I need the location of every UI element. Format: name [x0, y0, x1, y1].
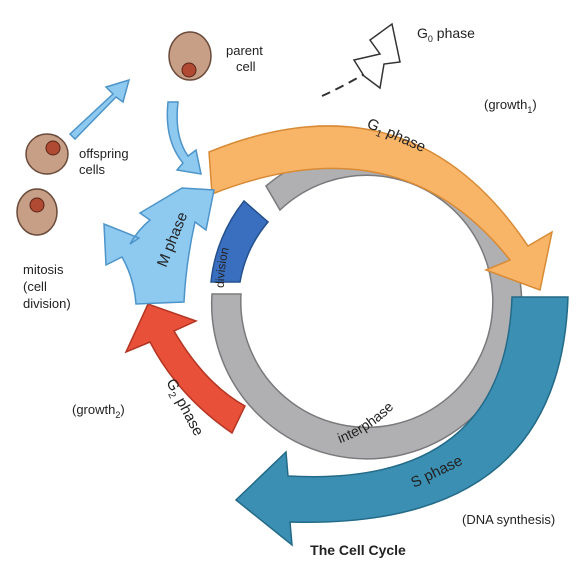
g0-phase-label: G0 phase — [417, 25, 475, 44]
offspring-to-parent-arrow — [70, 80, 129, 139]
offspring-cell-top — [26, 134, 68, 174]
diagram-title: The Cell Cycle — [310, 542, 406, 558]
g2-growth-note: (growth2) — [72, 402, 125, 420]
parent-to-g1-arrow — [167, 102, 201, 174]
g0-exit-arrow — [354, 24, 400, 88]
m-phase-arrow — [104, 188, 214, 304]
g1-phase-arrow — [209, 126, 552, 290]
g1-growth-note: (growth1) — [484, 97, 537, 115]
g0-dashed-line — [322, 72, 368, 96]
offspring-cell-bottom — [17, 189, 57, 235]
parent-cell — [169, 32, 211, 80]
s-dna-synthesis-note: (DNA synthesis) — [462, 512, 555, 527]
